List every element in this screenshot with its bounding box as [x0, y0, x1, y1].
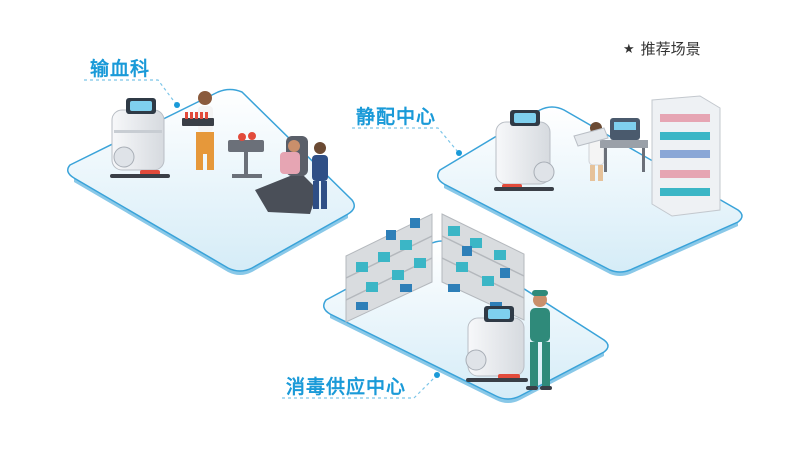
donor-chair [255, 136, 318, 214]
star-icon: ★ [623, 42, 635, 57]
equipment-cart [228, 132, 264, 178]
delivery-robot [494, 110, 555, 191]
legend-text: 推荐场景 [640, 40, 701, 58]
scene-label-transfusion: 输血科 [90, 58, 151, 80]
delivery-robot [110, 98, 170, 178]
scene-label-pivas: 静配中心 [356, 106, 437, 128]
legend: ★ 推荐场景 [623, 38, 701, 59]
cssd-worker-figure [526, 290, 552, 390]
sterile-shelf-left [345, 213, 433, 323]
nurse-figure [312, 142, 328, 209]
delivery-robot [465, 306, 528, 382]
leader-lines [84, 79, 462, 399]
workbench [573, 118, 648, 172]
medicine-cabinet [651, 95, 721, 217]
staff-figure [182, 91, 214, 170]
scene-label-cssd: 消毒供应中心 [286, 376, 407, 398]
sterile-shelf-right [441, 213, 525, 321]
